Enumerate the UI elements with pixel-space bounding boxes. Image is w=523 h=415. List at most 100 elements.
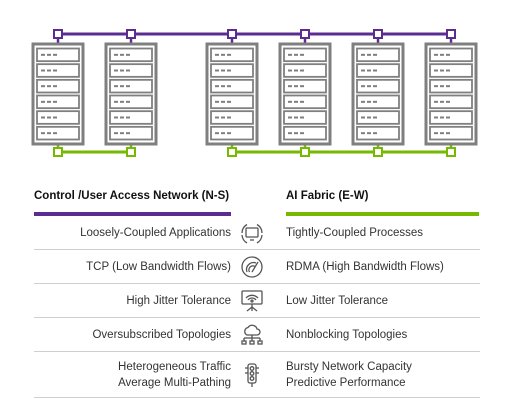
server-led [434,100,438,103]
server-led [120,53,124,56]
server-led [288,53,292,56]
server-led [294,53,298,56]
east-west-node [446,147,456,157]
server-unit [109,94,153,110]
comparison-row: Heterogeneous Traffic Average Multi-Path… [34,352,480,398]
server-unit [210,78,254,94]
server-led [47,132,51,135]
server-unit [356,110,400,125]
east-west-property: Tightly-Coupled Processes [286,227,423,239]
server-unit [109,63,153,78]
server-unit [109,47,153,63]
server-led [288,132,292,135]
server-led [120,116,124,119]
server-led [294,85,298,88]
server-led [300,116,304,119]
server-led [53,85,57,88]
east-west-property: Nonblocking Topologies [286,329,408,341]
server-led [53,69,57,72]
server-led [294,116,298,119]
comparison-row: TCP (Low Bandwidth Flows) RDMA (High Ban… [34,250,480,284]
app-cycle-icon [239,220,265,246]
server-led [114,100,118,103]
north-south-property: High Jitter Tolerance [126,295,231,307]
north-south-node [227,29,237,39]
server-led [300,85,304,88]
east-west-property: Low Jitter Tolerance [286,295,389,307]
server-led [361,69,365,72]
server-led [53,53,57,56]
server-unit [36,47,80,63]
server-led [300,100,304,103]
server-unit [36,78,80,94]
north-south-property: Heterogeneous Traffic [118,361,231,373]
east-west-node [300,147,310,157]
server-unit [210,110,254,125]
server-unit [283,110,327,125]
server-led [434,132,438,135]
server-led [367,100,371,103]
server-led [294,69,298,72]
server-led [126,116,130,119]
server-led [361,116,365,119]
server-led [288,69,292,72]
server-led [367,116,371,119]
server-led [294,100,298,103]
east-west-property: Bursty Network Capacity [286,361,412,373]
server-led [120,69,124,72]
east-west-node [373,147,383,157]
server-led [41,100,45,103]
server-led [300,69,304,72]
server-led [215,116,219,119]
server-unit [356,78,400,94]
server-led [41,116,45,119]
server-unit [109,78,153,94]
server-led [227,100,231,103]
server-led [434,53,438,56]
server-led [221,53,225,56]
east-west-header: AI Fabric (E-W) [286,190,369,202]
server-unit [429,125,473,141]
server-led [47,69,51,72]
server-unit [356,125,400,141]
server-led [126,69,130,72]
server-led [288,85,292,88]
east-west-color-bar [286,212,479,216]
server-led [440,132,444,135]
server-led [114,53,118,56]
server-led [126,100,130,103]
server-unit [109,125,153,141]
server-led [373,69,377,72]
server-unit [36,94,80,110]
server-led [361,100,365,103]
server-unit [109,110,153,125]
server-led [53,116,57,119]
north-south-property: Loosely-Coupled Applications [80,227,231,239]
server-led [114,116,118,119]
server-led [114,132,118,135]
traffic-light-icon [239,362,265,388]
server-led [215,85,219,88]
server-led [47,53,51,56]
speed-gauge-icon [239,254,265,280]
server-led [120,100,124,103]
server-led [440,53,444,56]
server-led [126,85,130,88]
north-south-node [300,29,310,39]
server-led [41,85,45,88]
east-west-property: Predictive Performance [286,377,406,389]
server-led [215,132,219,135]
east-west-node [126,147,136,157]
server-led [126,132,130,135]
server-led [446,69,450,72]
wireless-signal-icon [239,288,265,314]
server-led [446,53,450,56]
north-south-property: Average Multi-Pathing [118,377,231,389]
server-led [288,116,292,119]
north-south-node [446,29,456,39]
server-led [446,100,450,103]
server-unit [283,78,327,94]
cloud-topology-icon [239,322,265,348]
server-unit [210,94,254,110]
server-led [221,85,225,88]
